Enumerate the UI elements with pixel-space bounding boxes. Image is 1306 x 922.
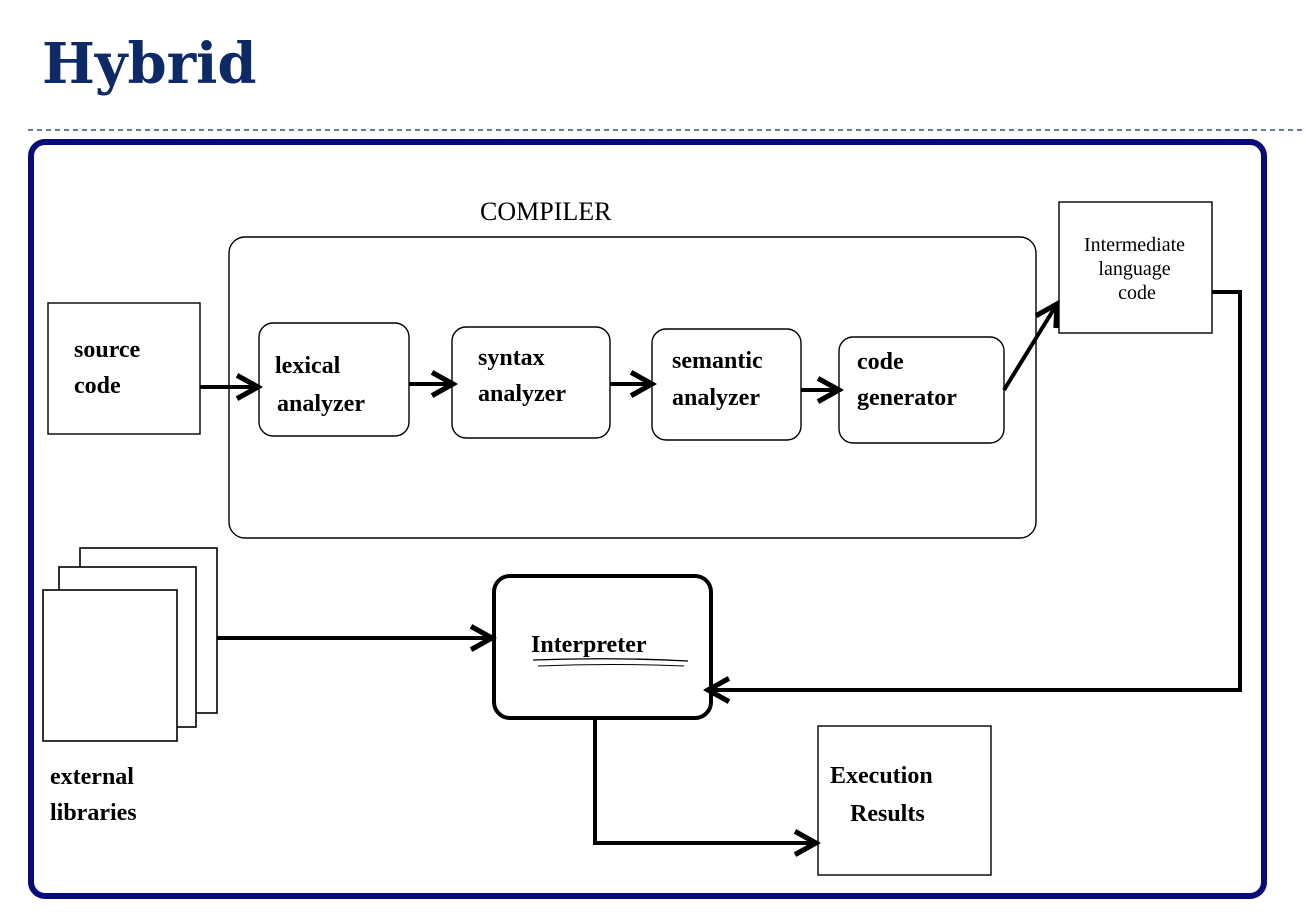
external-libraries-label: external libraries [50,764,140,826]
source-code-box [47,302,201,435]
lexical-analyzer-label: lexical analyzer [275,353,365,417]
compiler-label: COMPILER [480,197,612,226]
intermediate-code-label: Intermediate language code [1084,234,1190,304]
code-generator-label: code generator [857,349,957,411]
interpreter-label: Interpreter [531,632,647,658]
arrow-interpreter-to-results [593,718,816,843]
library-page-front [42,589,178,742]
slide-title: Hybrid [42,31,257,97]
execution-results-box [817,725,992,876]
interpreter-underline-2 [537,664,685,667]
diagram-frame [28,139,1267,899]
intermediate-code-box [1058,201,1213,334]
source-code-label: source code [74,337,146,399]
interpreter-underline [532,658,689,662]
arrow-intermediate-to-interpreter [708,290,1242,690]
semantic-analyzer-label: semantic analyzer [672,348,769,411]
lexical-analyzer-box [258,322,410,437]
syntax-analyzer-label: syntax analyzer [478,345,566,407]
arrow-generator-to-intermediate [1002,304,1057,392]
execution-results-label: Execution Results [830,763,939,827]
